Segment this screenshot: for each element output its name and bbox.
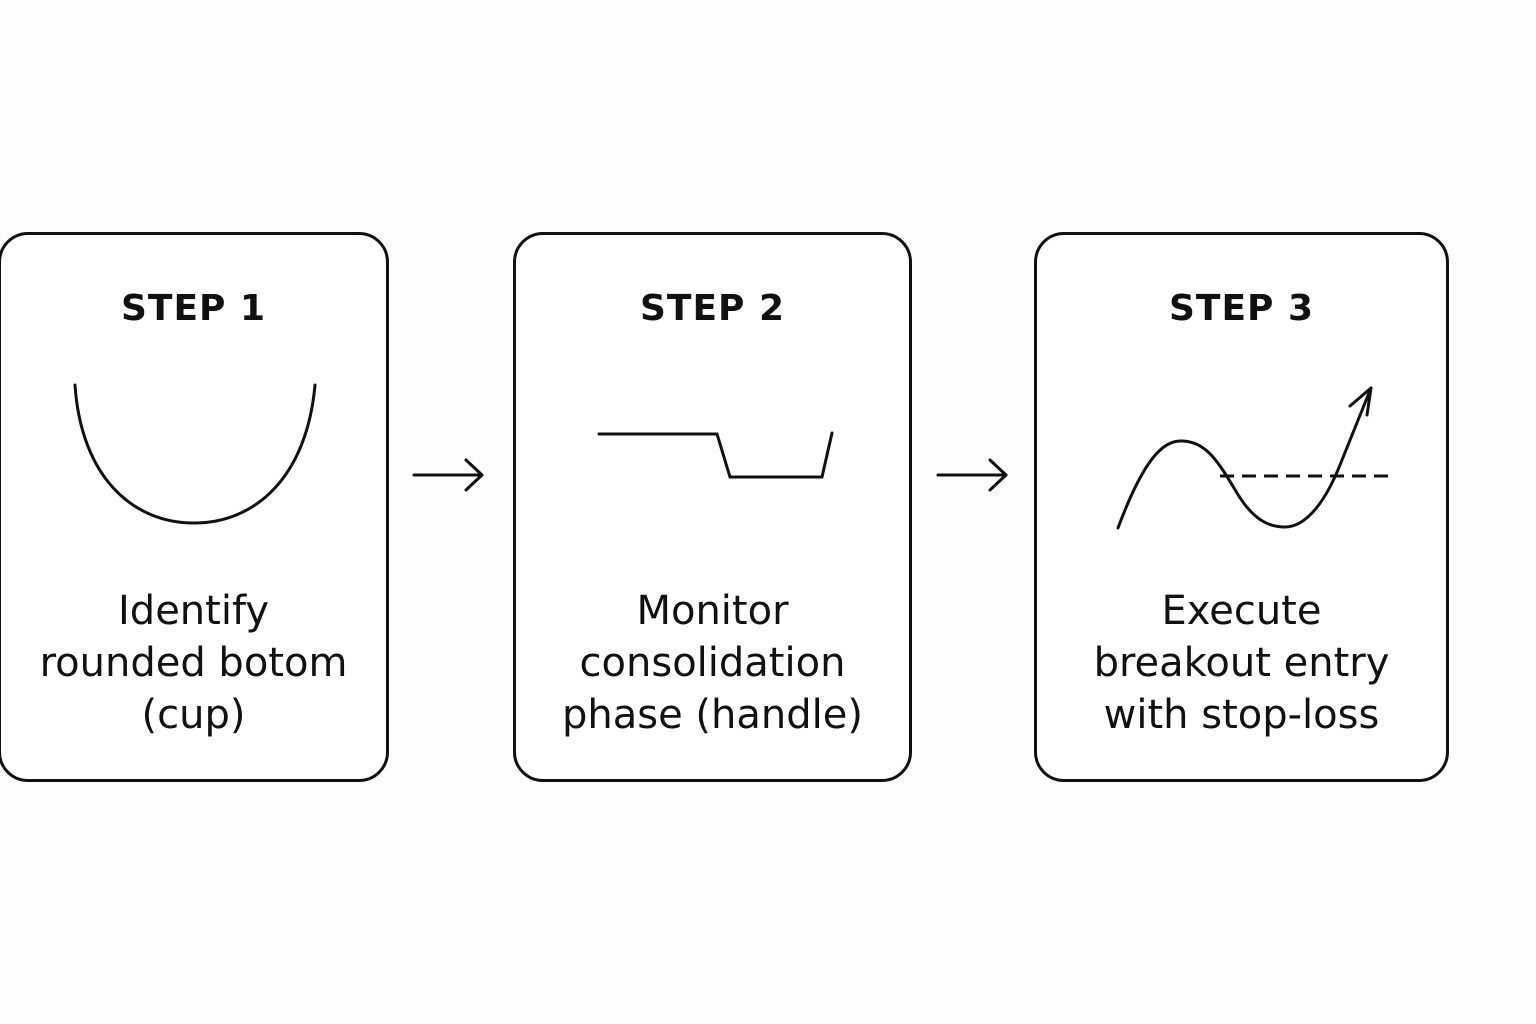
step-title: STEP 3 xyxy=(1168,288,1315,329)
description-line: Identify xyxy=(118,588,269,634)
step-description: Execute breakout entry with stop-loss xyxy=(1037,585,1446,741)
breakout-arrow-icon xyxy=(1116,386,1389,530)
step-card-1: STEP 1 Identify rounded botom (cup) xyxy=(0,232,389,782)
step-card-2: STEP 2 Monitor consolidation phase (hand… xyxy=(513,232,912,782)
description-line: with stop-loss xyxy=(1103,692,1380,738)
step-card-3: STEP 3 Execute breakout entry with stop-… xyxy=(1034,232,1449,782)
step-description: Identify rounded botom (cup) xyxy=(1,585,386,741)
handle-dip-icon xyxy=(597,431,834,479)
step-title: STEP 1 xyxy=(120,288,267,329)
step-title: STEP 2 xyxy=(639,288,786,329)
description-line: consolidation xyxy=(579,640,846,686)
step-description: Monitor consolidation phase (handle) xyxy=(516,585,909,741)
description-line: phase (handle) xyxy=(562,692,863,738)
cup-curve-icon xyxy=(73,383,317,525)
description-line: Execute xyxy=(1161,588,1322,634)
description-line: rounded botom xyxy=(39,640,348,686)
arrow-right-icon xyxy=(936,458,1008,492)
description-line: (cup) xyxy=(141,692,246,738)
description-line: breakout entry xyxy=(1093,640,1390,686)
arrow-right-icon xyxy=(412,458,484,492)
description-line: Monitor xyxy=(636,588,789,634)
